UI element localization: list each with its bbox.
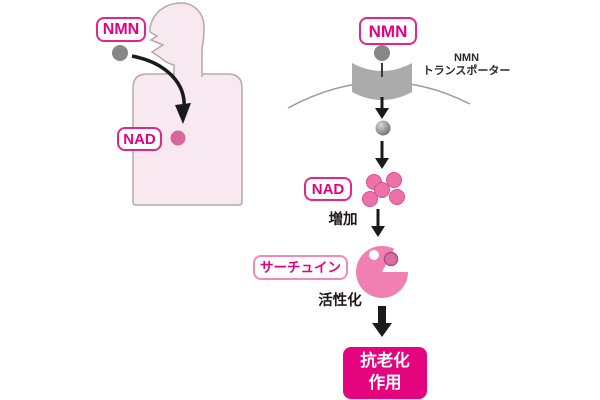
nmn-label-pathway-text: NMN (368, 21, 408, 41)
result-line1: 抗老化 (360, 352, 410, 371)
head-outline (149, 2, 205, 77)
ingestion-arrowhead (175, 103, 191, 124)
nad-label-pathway-text: NAD (311, 180, 345, 198)
nmn-label-left: NMN (96, 17, 146, 42)
nad-molecule-dot-left (170, 130, 186, 146)
ingestion-arrow (131, 54, 191, 124)
head-shape (150, 3, 204, 77)
torso-shape (132, 73, 243, 206)
nad-label-left: NAD (117, 127, 162, 151)
human-body-icon (132, 2, 243, 206)
nad-dot-in-sirtuin-mouth (383, 251, 399, 267)
sirtuin-pacman-icon (356, 245, 408, 298)
arrow-to-sirtuin (371, 209, 385, 237)
nad-label-pathway: NAD (304, 177, 352, 201)
thick-down-arrow (372, 306, 392, 337)
sirtuin-label-text: サーチュイン (260, 259, 341, 275)
transporter-caption: NMN トランスポーター (414, 52, 519, 78)
activation-text: 活性化 (318, 293, 362, 309)
increase-text: 増加 (328, 212, 358, 228)
nad-label-left-text: NAD (123, 130, 156, 148)
arrow-through-transporter (375, 97, 389, 119)
nmn-molecule-sphere-inside (375, 120, 391, 136)
nmn-molecule-dot-top (374, 45, 390, 61)
transporter-caption-line1: NMN (453, 52, 480, 64)
nmn-transporter-cylinder (352, 63, 412, 100)
sirtuin-label: サーチュイン (253, 255, 348, 280)
nmn-molecule-dot-left (112, 45, 128, 61)
anti-aging-result-box: 抗老化 作用 (343, 347, 427, 399)
nmn-label-left-text: NMN (102, 20, 140, 38)
sirtuin-eye-dot (369, 250, 379, 260)
result-line2: 作用 (368, 374, 402, 392)
nad-molecules-cluster (362, 172, 405, 207)
nmn-label-pathway: NMN (359, 17, 417, 45)
arrow-to-nad (375, 141, 389, 169)
transporter-caption-line2: トランスポーター (422, 65, 511, 78)
